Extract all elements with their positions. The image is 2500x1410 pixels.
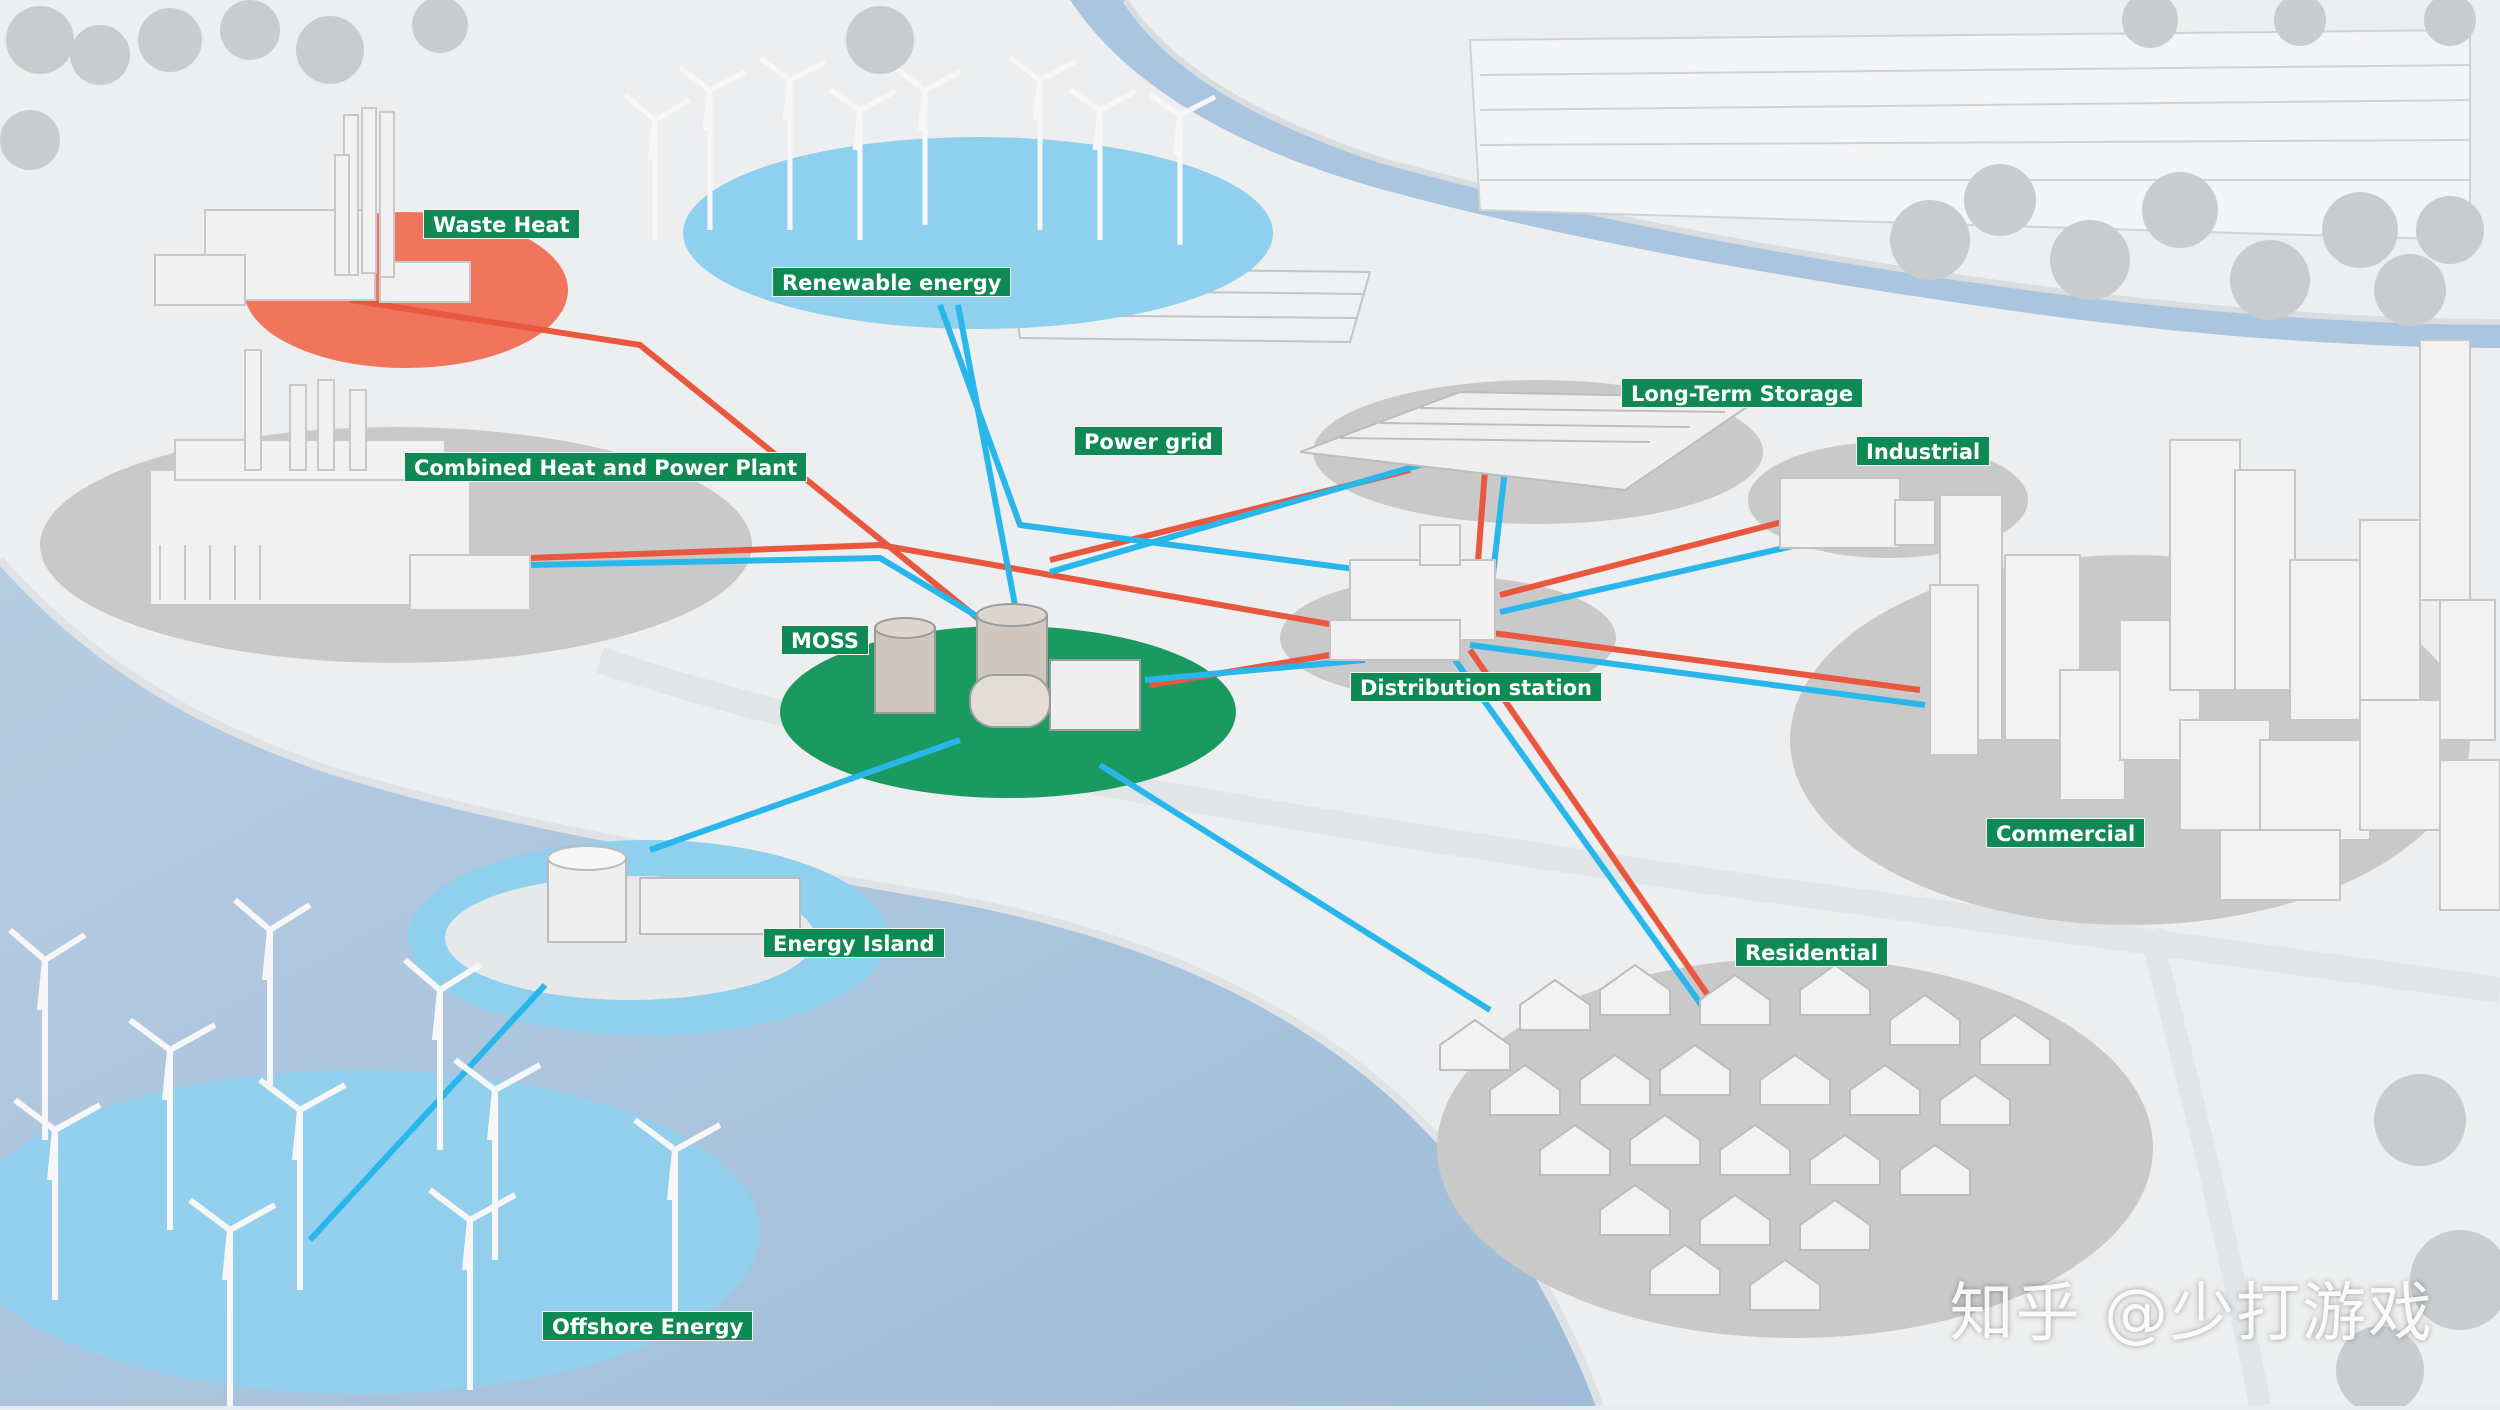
chp-plant [149,349,531,611]
label-long-term-storage: Long-Term Storage [1621,378,1864,408]
label-residential: Residential [1735,937,1888,967]
renewable-zone [683,137,1273,329]
label-energy-island: Energy Island [763,928,945,958]
river [1070,0,2500,348]
offshore-wind-turbines [8,897,722,1406]
long-term-storage-tank [1299,390,1764,492]
moss-facility [874,603,1141,731]
label-commercial: Commercial [1986,818,2146,848]
power-lines [307,303,1926,1243]
label-power-grid: Power grid [1074,426,1223,456]
label-renewable-energy: Renewable energy [772,267,1012,297]
label-offshore-energy: Offshore Energy [542,1311,754,1341]
solar-field [1468,28,2471,242]
commercial-buildings [1929,339,2500,911]
watermark: 知乎 @少打游戏 [1949,1277,2434,1351]
residential-zone [1437,958,2153,1338]
label-industrial: Industrial [1856,436,1991,466]
distribution-station-building [1329,524,1496,661]
label-distribution-station: Distribution station [1350,672,1602,702]
residential-houses [1439,963,2051,1311]
label-waste-heat: Waste Heat [423,209,580,239]
waste-heat-plant [154,107,471,306]
label-combined-heat-power-plant: Combined Heat and Power Plant [404,452,808,482]
road [2139,927,2271,1409]
label-moss: MOSS [781,625,870,655]
onshore-wind-turbines [623,55,1217,245]
energy-island-building [547,845,801,943]
industrial-building [1779,477,1936,549]
